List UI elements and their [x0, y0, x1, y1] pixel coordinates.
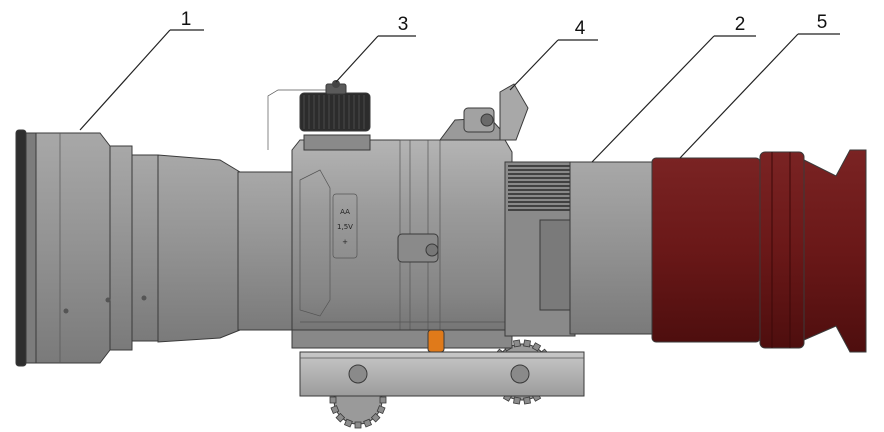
callout-4: 4 [509, 18, 598, 91]
gear-tooth [523, 396, 531, 405]
objective-tube [237, 171, 297, 331]
gear-tooth [376, 405, 386, 415]
gear-tooth [330, 405, 340, 415]
svg-text:+: + [342, 238, 348, 246]
orange-lever [427, 329, 445, 353]
svg-text:5: 5 [817, 12, 828, 33]
gear-tooth [523, 339, 531, 348]
callout-5: 5 [679, 12, 840, 159]
gear-tooth [531, 342, 542, 352]
gear-tooth [343, 418, 353, 428]
svg-text:3: 3 [398, 14, 409, 35]
gear-tooth [370, 412, 381, 423]
callout-2: 3 [335, 14, 416, 83]
gear-tooth [335, 412, 346, 423]
adjustment-lever [439, 83, 529, 141]
eyepiece-eyecup [651, 149, 867, 353]
svg-text:1,5V: 1,5V [337, 223, 353, 231]
gear-tooth [354, 421, 362, 429]
callout-1: 1 [79, 9, 204, 131]
mount-rail [299, 351, 585, 397]
gear-tooth [329, 396, 337, 404]
svg-text:AA: AA [340, 208, 350, 216]
main-housing [291, 139, 513, 349]
battery-marking: AA 1,5V + [332, 193, 358, 259]
gear-tooth [513, 396, 521, 405]
gear-tooth [363, 418, 373, 428]
gear-tooth [379, 396, 387, 404]
objective-lens-assembly [15, 129, 241, 367]
focus-ring [504, 161, 576, 337]
gear-tooth [513, 339, 521, 348]
eyepiece-tube [569, 161, 655, 335]
svg-text:4: 4 [575, 18, 586, 39]
callout-3: 2 [591, 14, 756, 163]
svg-text:1: 1 [181, 9, 192, 30]
control-knob [267, 80, 371, 151]
svg-text:2: 2 [735, 14, 746, 35]
